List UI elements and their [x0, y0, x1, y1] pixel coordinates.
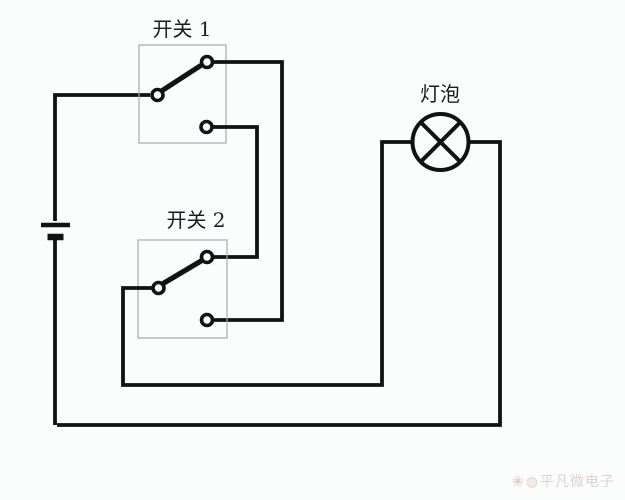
switch2-lever: [161, 258, 204, 286]
watermark-text: 平凡微电子: [540, 474, 615, 490]
switch1-symbol: [138, 44, 227, 144]
lamp-label: 灯泡: [420, 82, 460, 106]
switch1-lower-terminal: [199, 119, 214, 135]
switch2-lower-terminal: [199, 312, 215, 328]
watermark: ❀◍平凡微电子: [512, 471, 615, 491]
lamp-circle: [410, 112, 471, 172]
wire-switch1-upper-to-switch2-lower: [214, 60, 284, 322]
switch1-lever: [160, 63, 203, 93]
battery-symbol: [41, 222, 70, 241]
wire-switch2-common-to-lamp: [121, 140, 412, 387]
switch2-label: 开关 2: [166, 208, 225, 232]
lamp-symbol: [410, 112, 471, 172]
switch2-upper-terminal: [199, 249, 215, 265]
lamp-cross-stroke-2: [419, 120, 462, 164]
switch1-box: [138, 44, 227, 144]
wire-switch1-lower-to-switch2-upper: [213, 125, 259, 259]
switch2-common-terminal: [151, 280, 166, 296]
wire-lamp-to-battery-return: [57, 140, 502, 427]
wire-battery-to-switch1-common: [53, 93, 150, 221]
switch1-common-terminal: [150, 87, 165, 103]
seal-icon: ◍: [525, 474, 539, 490]
switch1-label: 开关 1: [152, 17, 211, 41]
flower-icon: ❀: [512, 474, 525, 490]
switch1-upper-terminal: [199, 54, 215, 70]
